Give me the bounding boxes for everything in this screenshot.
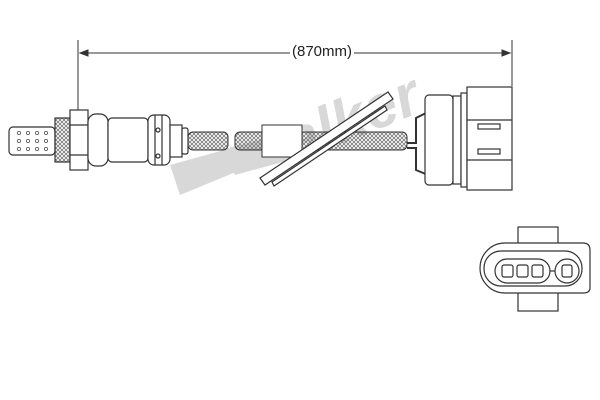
connector-side-view xyxy=(407,86,513,191)
dimension-label: (870mm) xyxy=(290,43,355,60)
sensor-body xyxy=(8,109,189,171)
mounting-clip xyxy=(259,91,394,187)
connector-face-view xyxy=(479,226,591,312)
